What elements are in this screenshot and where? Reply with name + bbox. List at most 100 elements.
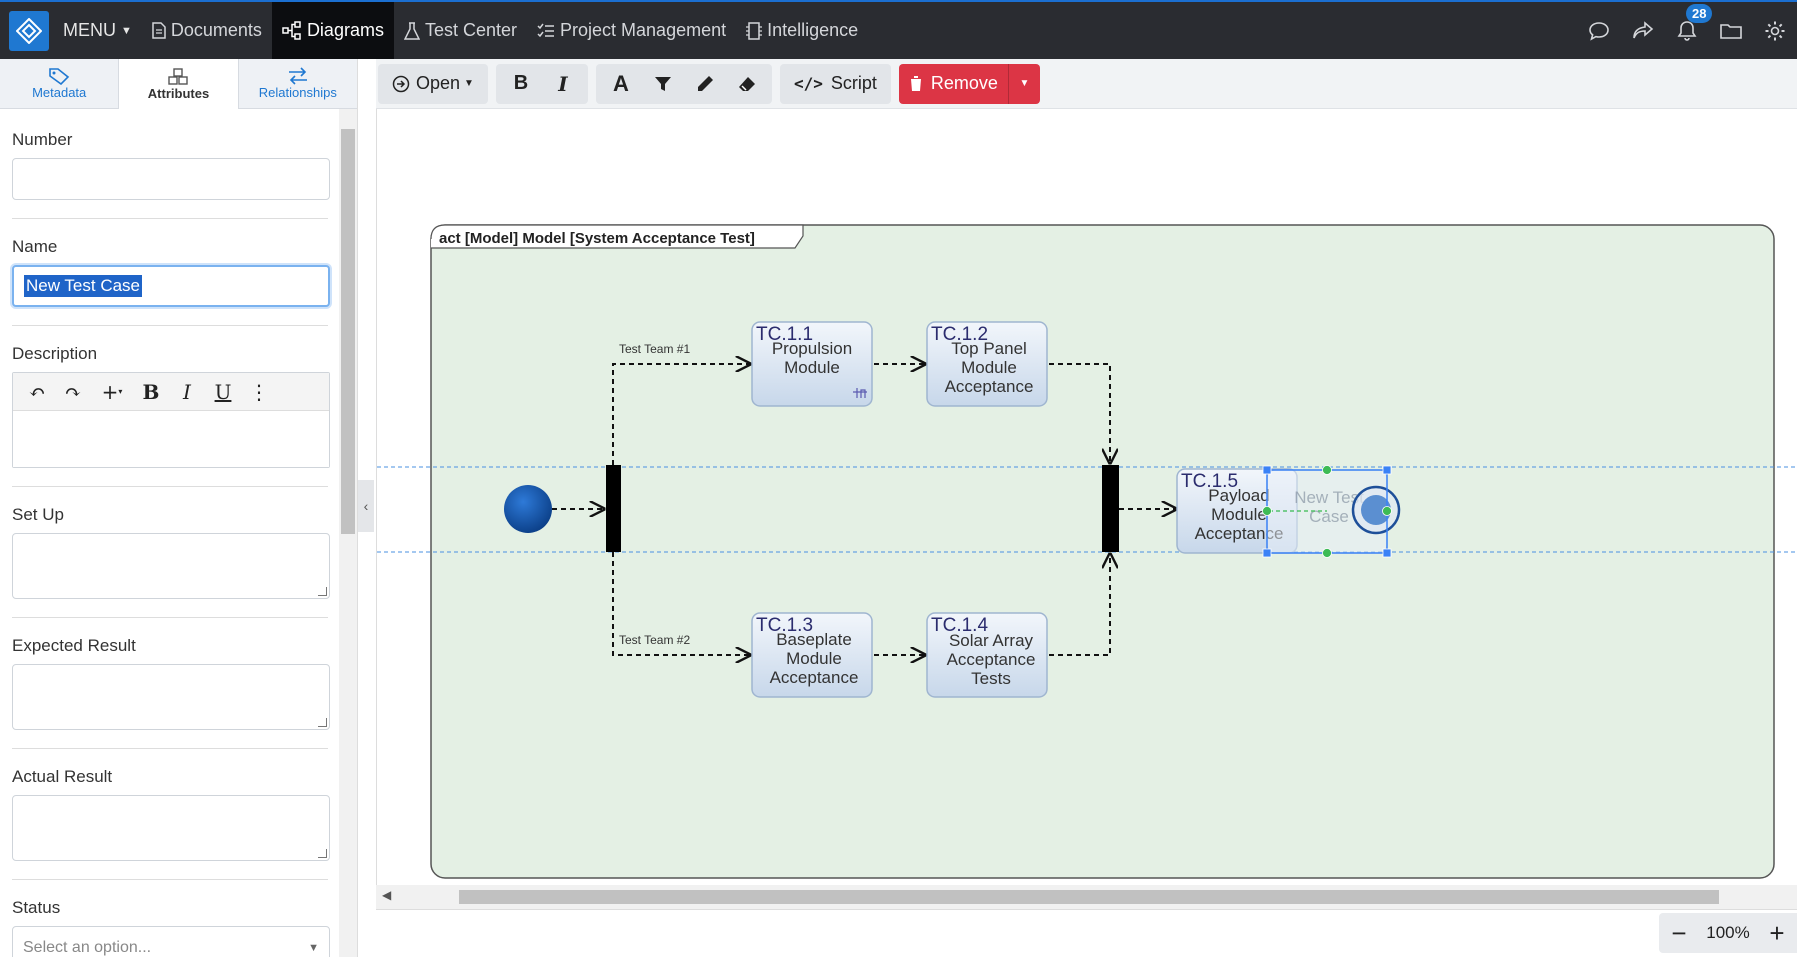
connection-handle[interactable] (1323, 549, 1332, 558)
panel-scrollbar-thumb[interactable] (341, 129, 355, 534)
panel-form: Number Name New Test Case Description ↶ … (0, 109, 340, 957)
tab-metadata[interactable]: Metadata (0, 59, 118, 108)
resize-handle[interactable] (1263, 466, 1271, 474)
connection-handle[interactable] (1263, 507, 1272, 516)
remove-dropdown-button[interactable]: ▼ (1008, 64, 1040, 104)
expected-result-label: Expected Result (12, 636, 328, 656)
status-label: Status (12, 898, 328, 918)
font-color-button[interactable]: A (600, 64, 642, 104)
fork-bar[interactable] (606, 465, 621, 552)
final-node[interactable] (1353, 487, 1399, 533)
zoom-in-button[interactable]: + (1765, 918, 1789, 949)
action-node-tc-1-1[interactable]: TC.1.1 Propulsion Module (752, 322, 872, 406)
underline-button[interactable]: U (205, 376, 241, 408)
bold-icon: B (514, 72, 528, 95)
expected-result-textarea[interactable] (12, 664, 330, 730)
zoom-out-button[interactable]: − (1667, 918, 1691, 949)
redo-button[interactable]: ↷ (55, 376, 91, 408)
nav-documents[interactable]: Documents (142, 2, 272, 59)
flask-icon (404, 22, 420, 40)
eraser-button[interactable] (726, 64, 768, 104)
pencil-button[interactable] (684, 64, 726, 104)
description-label: Description (12, 344, 328, 364)
nav-intelligence-label: Intelligence (767, 20, 858, 41)
name-label: Name (12, 237, 328, 257)
bold-button[interactable]: B (500, 64, 542, 104)
filter-button[interactable] (642, 64, 684, 104)
trash-icon (909, 75, 923, 92)
description-editor-body[interactable] (13, 411, 329, 467)
number-input[interactable] (12, 158, 330, 200)
settings-button[interactable] (1753, 2, 1797, 59)
menu-button[interactable]: MENU ▼ (53, 2, 142, 59)
caret-down-icon: ▼ (464, 78, 474, 89)
setup-textarea[interactable] (12, 533, 330, 599)
connection-handle[interactable] (1383, 507, 1392, 516)
node-text: Acceptance (945, 377, 1034, 396)
open-button[interactable]: Open ▼ (382, 64, 484, 104)
join-bar[interactable] (1102, 465, 1119, 552)
name-input[interactable]: New Test Case (12, 265, 330, 307)
bold-button[interactable]: B (133, 376, 169, 408)
italic-button[interactable]: I (169, 376, 205, 408)
diagram-canvas[interactable]: act [Model] Model [System Acceptance Tes… (376, 109, 1797, 909)
panel-scrollbar[interactable] (339, 109, 357, 957)
tab-relationships[interactable]: Relationships (239, 59, 357, 108)
action-node-tc-1-2[interactable]: TC.1.2 Top Panel Module Acceptance (927, 322, 1047, 406)
notifications-button[interactable]: 28 (1665, 2, 1709, 59)
action-node-tc-1-3[interactable]: TC.1.3 Baseplate Module Acceptance (752, 613, 872, 697)
resize-handle[interactable] (1383, 549, 1391, 557)
resize-handle[interactable] (1263, 549, 1271, 557)
setup-label: Set Up (12, 505, 328, 525)
tab-relationships-label: Relationships (259, 85, 337, 100)
nav-test-center[interactable]: Test Center (394, 2, 527, 59)
tag-icon (48, 67, 70, 85)
script-button[interactable]: </> Script (784, 64, 887, 104)
resize-handle[interactable] (1383, 466, 1391, 474)
open-circle-arrow-icon (392, 75, 410, 93)
diagram-toolbar: Open ▼ B I A </> Script Remove ▼ (376, 59, 1797, 109)
initial-node[interactable] (504, 485, 552, 533)
connection-handle[interactable] (1323, 466, 1332, 475)
folder-button[interactable] (1709, 2, 1753, 59)
actual-result-label: Actual Result (12, 767, 328, 787)
vertical-ellipsis-icon: ⋮ (249, 380, 269, 404)
font-icon: A (613, 71, 629, 97)
activity-diagram: act [Model] Model [System Acceptance Tes… (377, 109, 1797, 909)
insert-button[interactable]: +▾ (91, 376, 133, 408)
share-button[interactable] (1621, 2, 1665, 59)
chat-button[interactable] (1577, 2, 1621, 59)
tab-attributes[interactable]: Attributes (118, 59, 238, 109)
node-text: Baseplate (776, 630, 852, 649)
top-navigation-bar: MENU ▼ Documents Diagrams Test Center Pr… (0, 0, 1797, 59)
undo-button[interactable]: ↶ (19, 376, 55, 408)
gear-icon (1764, 20, 1786, 42)
actual-result-textarea[interactable] (12, 795, 330, 861)
nav-intelligence[interactable]: Intelligence (736, 2, 868, 59)
node-text: Module (1211, 505, 1267, 524)
remove-label: Remove (931, 73, 998, 94)
node-text: Payload (1208, 486, 1269, 505)
node-text: Module (786, 649, 842, 668)
more-options-button[interactable]: ⋮ (241, 376, 277, 408)
app-logo[interactable] (9, 11, 49, 51)
italic-icon: I (558, 72, 567, 96)
caret-down-icon: ▼ (121, 25, 132, 37)
nav-project-management[interactable]: Project Management (527, 2, 736, 59)
action-node-tc-1-4[interactable]: TC.1.4 Solar Array Acceptance Tests (927, 613, 1047, 697)
node-text: Top Panel (951, 339, 1027, 358)
edge-label-team2: Test Team #2 (619, 633, 690, 647)
node-text: Module (961, 358, 1017, 377)
nav-diagrams[interactable]: Diagrams (272, 2, 394, 59)
remove-button[interactable]: Remove (899, 64, 1008, 104)
horizontal-scrollbar-thumb[interactable] (459, 890, 1719, 904)
frame-title: act [Model] Model [System Acceptance Tes… (439, 230, 755, 247)
node-text: Acceptance (947, 650, 1036, 669)
eraser-icon (737, 75, 757, 93)
canvas-horizontal-scrollbar[interactable]: ◀ (376, 885, 1797, 909)
scroll-left-arrow-icon[interactable]: ◀ (382, 888, 391, 902)
node-text: Case (1309, 507, 1349, 526)
status-select[interactable]: Select an option... ▼ (12, 926, 330, 957)
collapse-panel-handle[interactable]: ‹ (358, 480, 374, 532)
italic-button[interactable]: I (542, 64, 584, 104)
